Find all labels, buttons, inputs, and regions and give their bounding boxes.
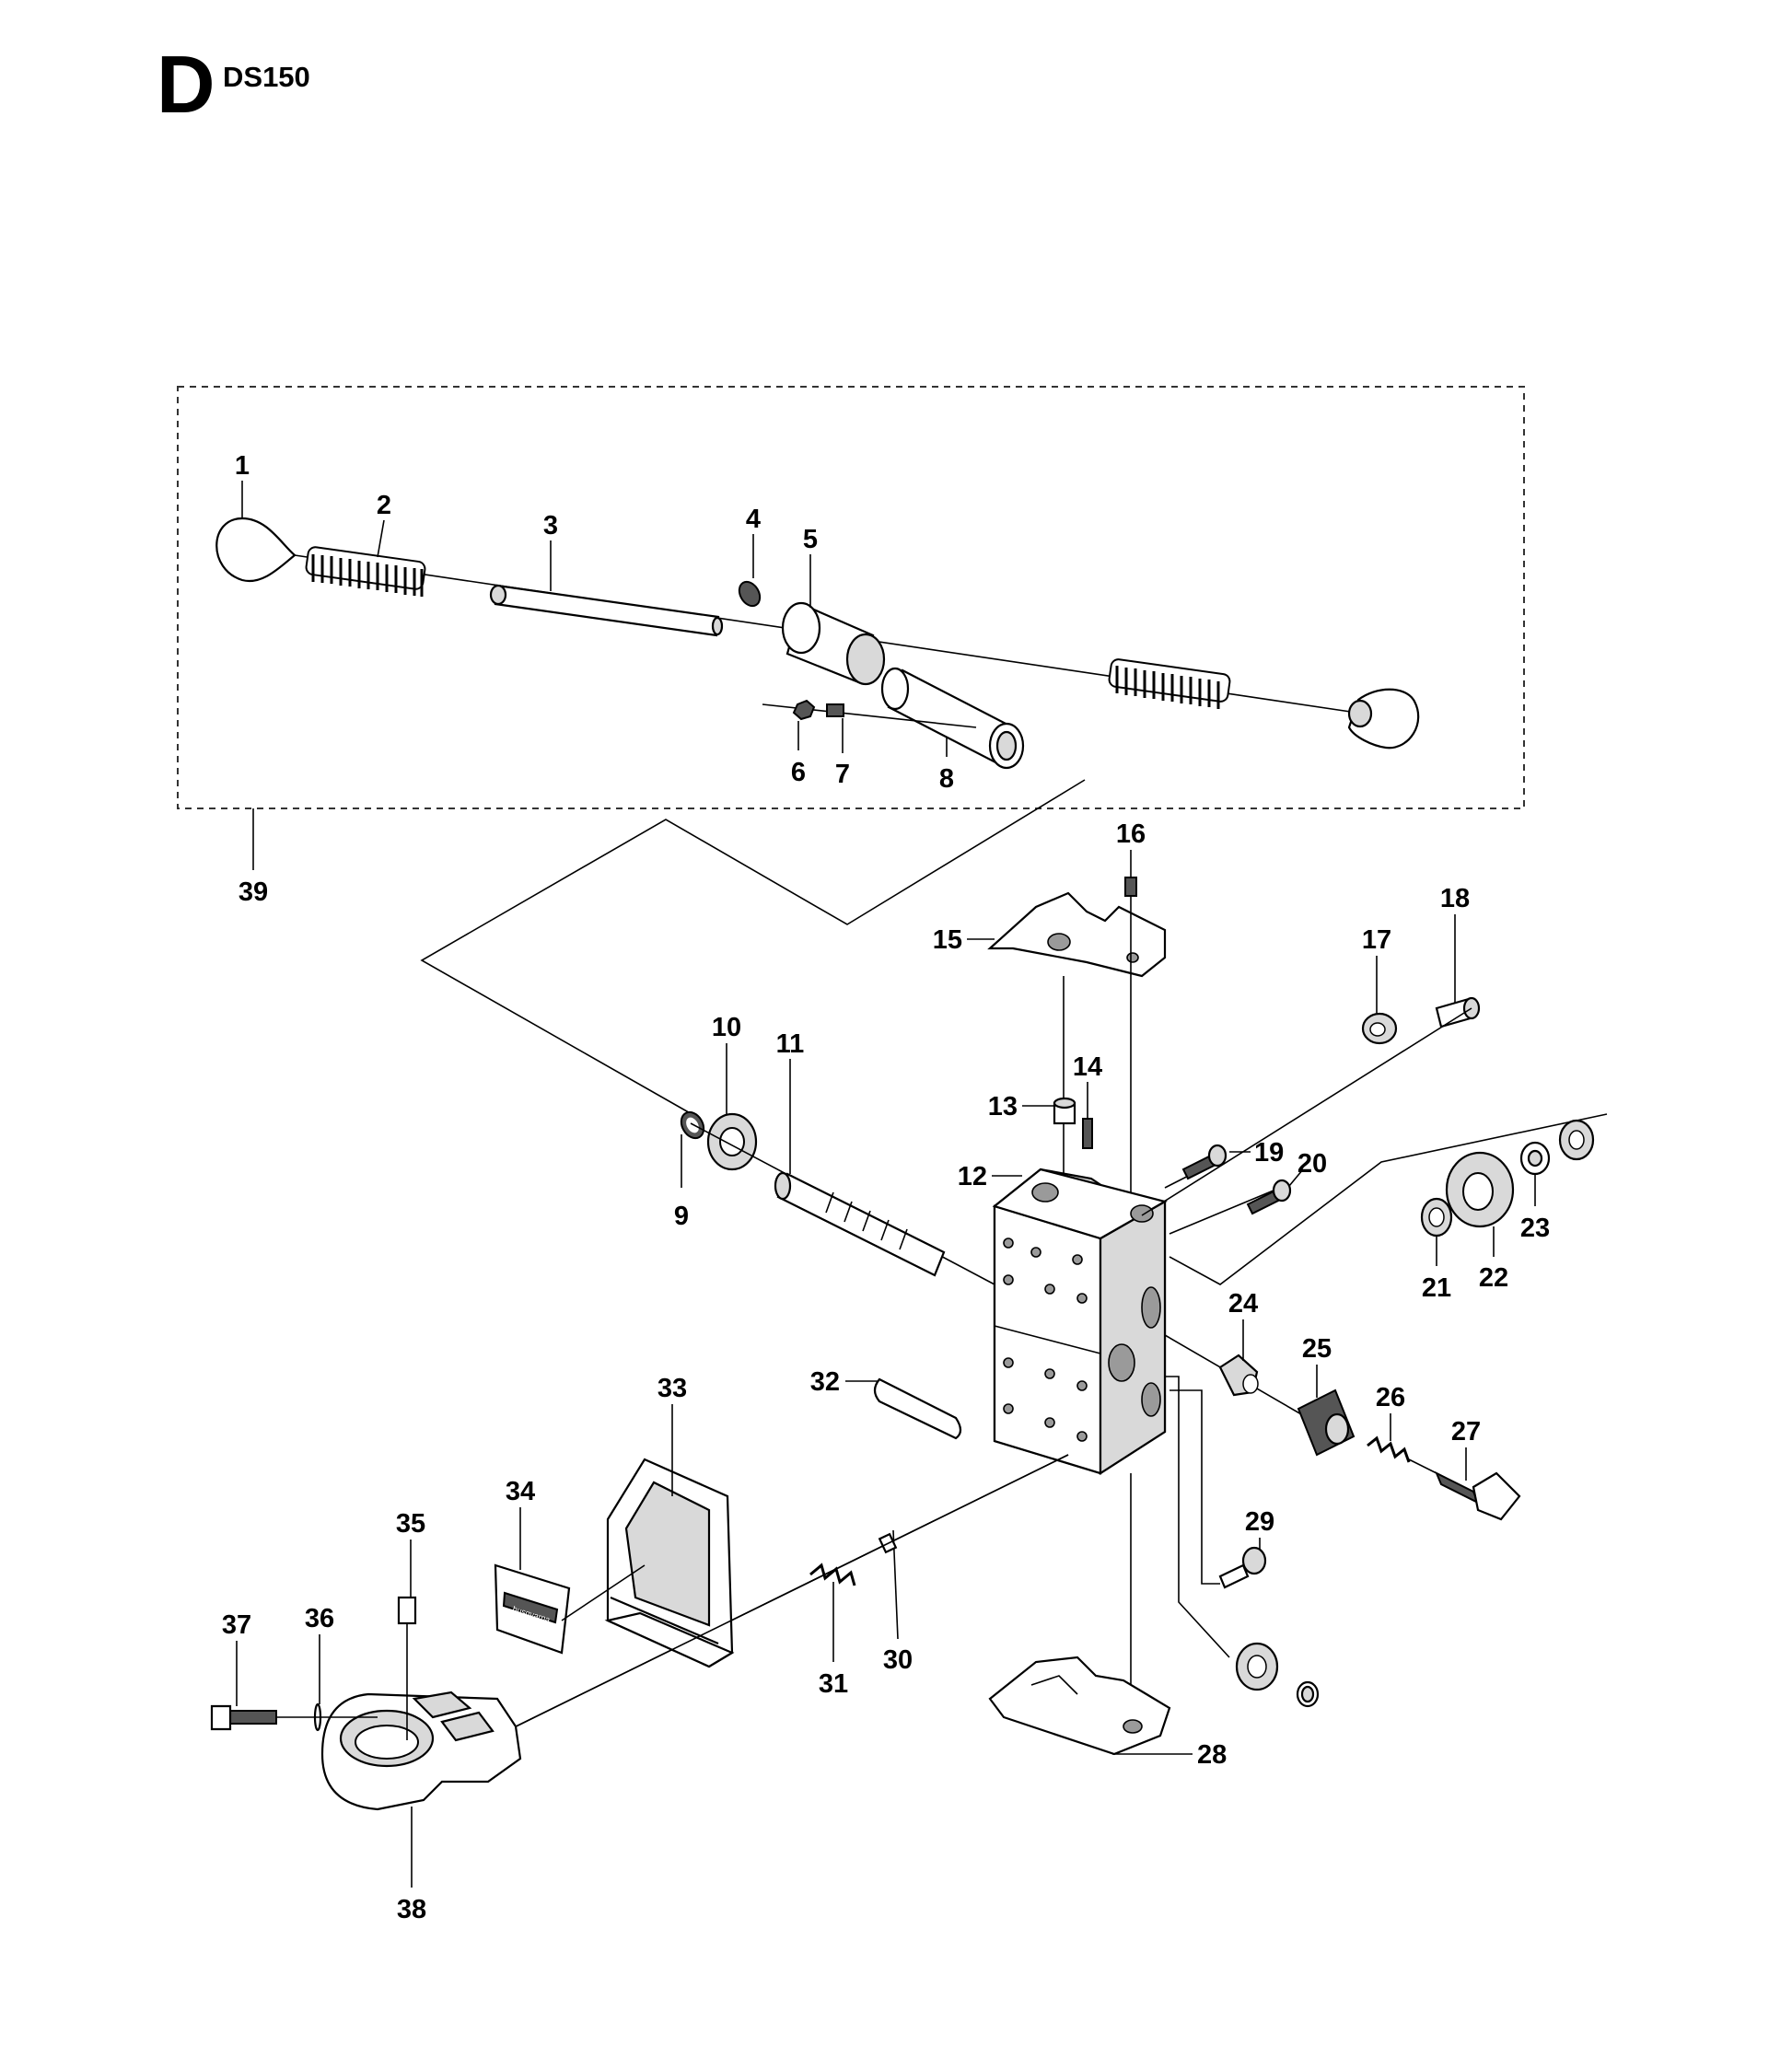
callout-37: 37: [222, 1610, 251, 1640]
part-15-top-plate: [987, 891, 1167, 978]
part-17-18-axis: [1141, 1007, 1472, 1216]
part-8-sleeve: [880, 667, 1025, 770]
callout-34: 34: [506, 1477, 535, 1506]
callout-29: 29: [1245, 1507, 1274, 1537]
callout-1: 1: [235, 451, 250, 481]
part-1-knob: [215, 517, 297, 583]
part-24-pawl: [1164, 1334, 1309, 1419]
part-3-rod: [489, 584, 724, 637]
part-29-bolt: [1169, 1389, 1267, 1589]
callout-35: 35: [396, 1509, 425, 1539]
part-25-knob: [1297, 1389, 1356, 1457]
part-14-set-screw: [1082, 1118, 1093, 1149]
lower-bearing: [1165, 1376, 1320, 1708]
part-37-bolt: [210, 1704, 378, 1731]
callout-14: 14: [1073, 1052, 1102, 1082]
callout-22: 22: [1479, 1263, 1508, 1293]
callout-23: 23: [1520, 1214, 1550, 1243]
part-35-nut: [397, 1596, 417, 1740]
part-32-key: [845, 1377, 962, 1440]
part-20-screw: [1169, 1179, 1292, 1235]
model-label: DS150: [223, 61, 310, 93]
part-13-sleeve: [1053, 1097, 1076, 1125]
part-34-label: husqvarna: [494, 1563, 571, 1655]
callout-36: 36: [305, 1604, 334, 1633]
callout-33: 33: [657, 1374, 687, 1403]
part-16-screw: [1124, 877, 1137, 897]
part-7-set-screw: [826, 703, 844, 717]
callout-21: 21: [1422, 1273, 1451, 1303]
right-knob: [1347, 688, 1420, 749]
callout-31: 31: [819, 1669, 848, 1699]
part-10-bearing: [706, 1112, 758, 1171]
part-38-clamp-base: [320, 1454, 1069, 1811]
part-34-leader: [561, 1564, 646, 1621]
callout-7: 7: [835, 760, 850, 789]
part-6-nut: [792, 699, 816, 721]
leader-2: [377, 519, 385, 558]
callout-39: 39: [239, 877, 268, 907]
callout-17: 17: [1362, 925, 1391, 955]
parts-21-23-leader: [1169, 1113, 1608, 1285]
callout-8: 8: [939, 764, 954, 794]
callout-26: 26: [1376, 1383, 1405, 1412]
part-22-gear: [1445, 1151, 1515, 1228]
part-17-bushing: [1361, 1012, 1398, 1045]
callout-19: 19: [1254, 1138, 1284, 1168]
part-2-spring: [305, 546, 426, 597]
section-letter: D: [157, 39, 215, 130]
part-19-screw: [1164, 1144, 1228, 1189]
part-9-circlip-hole: [686, 1117, 699, 1133]
callout-5: 5: [803, 525, 818, 554]
callout-25: 25: [1302, 1334, 1332, 1364]
callout-6: 6: [791, 758, 806, 787]
callout-28: 28: [1197, 1740, 1227, 1770]
callout-27: 27: [1451, 1417, 1481, 1447]
part-23-washer: [1519, 1141, 1551, 1176]
assembly-leader-line: [420, 779, 1086, 1120]
part-18-bolt: [1435, 996, 1481, 1028]
right-spring: [1108, 658, 1231, 709]
callout-3: 3: [543, 511, 558, 540]
part-28-bottom-plate: [988, 1473, 1193, 1756]
part-33-window-frame: [604, 1458, 735, 1668]
callout-24: 24: [1228, 1289, 1258, 1319]
part-11-shaft: [690, 1122, 995, 1285]
callout-10: 10: [712, 1013, 741, 1042]
handle-assembly-boundary: [177, 386, 1525, 809]
callout-16: 16: [1116, 819, 1146, 849]
callout-4: 4: [746, 505, 761, 534]
callout-11: 11: [776, 1029, 805, 1059]
outer-bearing: [1558, 1119, 1595, 1161]
part-12-main-housing: [992, 1168, 1168, 1476]
part-5-tube: [781, 601, 886, 686]
part-31-spring: [809, 1563, 856, 1586]
part-21-bearing: [1420, 1197, 1453, 1237]
callout-2: 2: [377, 491, 391, 520]
callout-30: 30: [883, 1645, 913, 1675]
leader-20: [1288, 1168, 1304, 1187]
callout-20: 20: [1297, 1149, 1327, 1179]
callout-18: 18: [1440, 884, 1470, 913]
callout-15: 15: [933, 925, 962, 955]
callout-13: 13: [988, 1092, 1018, 1121]
callout-32: 32: [810, 1367, 840, 1397]
callout-38: 38: [397, 1895, 426, 1924]
callout-12: 12: [958, 1162, 987, 1191]
part-4-washer: [738, 580, 762, 608]
part-26-spring: [1367, 1435, 1411, 1463]
part-27-t-bolt: [1408, 1458, 1521, 1521]
callout-9: 9: [674, 1202, 689, 1231]
